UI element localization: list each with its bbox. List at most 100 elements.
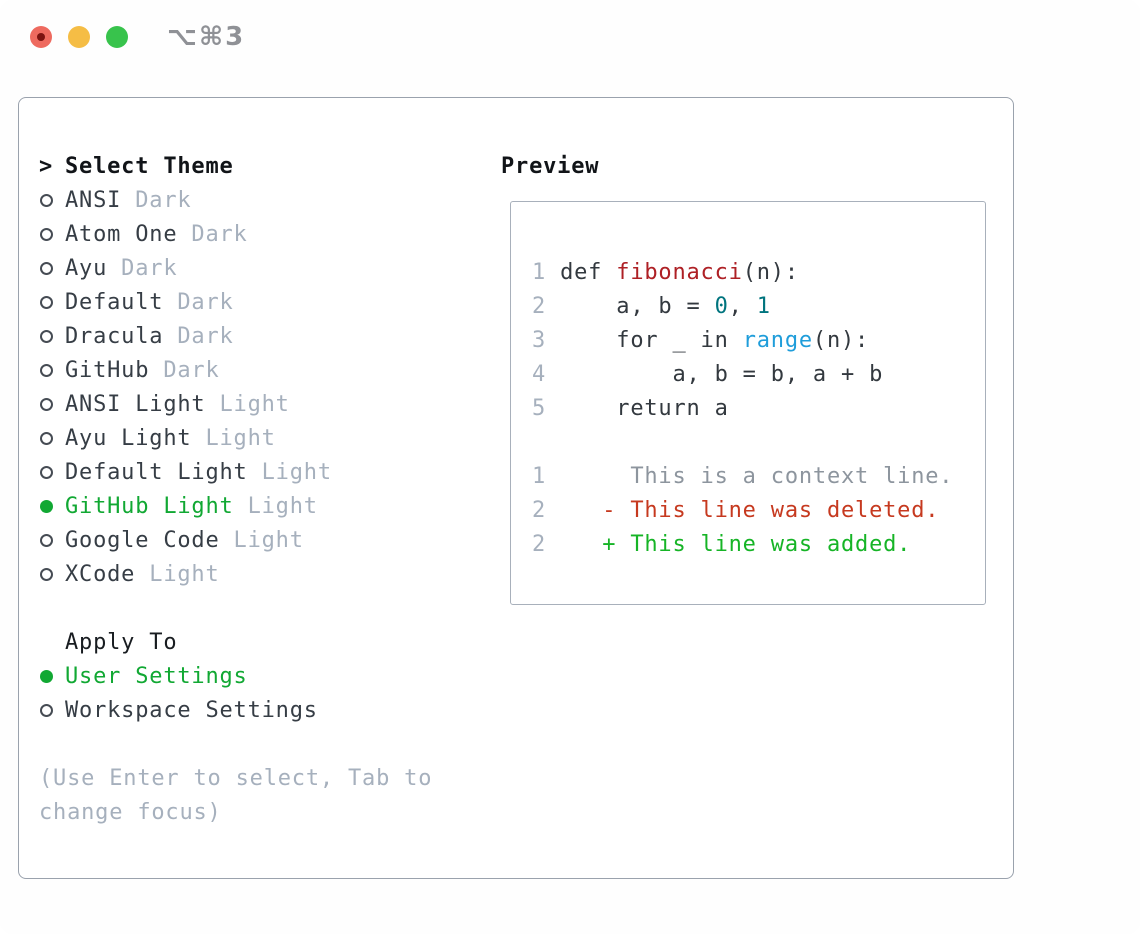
theme-option[interactable]: Atom One Dark <box>39 217 432 251</box>
code-line: 2 - This line was deleted. <box>532 494 985 528</box>
option-label: GitHub Light <box>65 493 234 519</box>
minimize-button[interactable] <box>68 26 90 48</box>
code-line: 4 a, b = b, a + b <box>532 358 985 392</box>
maximize-button[interactable] <box>106 26 128 48</box>
hint-text: (Use Enter to select, Tab to <box>39 765 433 791</box>
option-label: Ayu <box>65 255 108 281</box>
option-label: Atom One <box>65 221 178 247</box>
code-segment: (n): <box>742 260 799 285</box>
radio-icon[interactable] <box>39 261 65 275</box>
theme-option[interactable]: Ayu Light Light <box>39 421 432 455</box>
option-text: Ayu Dark <box>65 256 177 281</box>
option-variant-label: Light <box>205 391 290 417</box>
radio-unselected-icon <box>40 295 53 309</box>
option-label: XCode <box>65 561 136 587</box>
theme-list-title: Select Theme <box>65 153 234 179</box>
theme-option[interactable]: GitHub Light Light <box>39 489 432 523</box>
option-variant-label: Dark <box>163 323 234 349</box>
code-segment: a, b = b, a + b <box>546 362 884 387</box>
theme-option[interactable]: GitHub Dark <box>39 353 432 387</box>
option-variant-label: Light <box>219 527 304 553</box>
code-line: 3 for _ in range(n): <box>532 324 985 358</box>
radio-icon[interactable] <box>39 193 65 207</box>
option-variant-label: Dark <box>177 221 248 247</box>
option-label: Google Code <box>65 527 220 553</box>
radio-icon[interactable] <box>39 397 65 411</box>
radio-unselected-icon <box>40 703 53 717</box>
option-text: ANSI Dark <box>65 188 191 213</box>
code-line: 1 def fibonacci(n): <box>532 256 985 290</box>
radio-icon[interactable] <box>39 295 65 309</box>
option-text: Default Dark <box>65 290 234 315</box>
theme-option[interactable]: Google Code Light <box>39 523 432 557</box>
option-variant-label: Dark <box>121 187 192 213</box>
option-text: Workspace Settings <box>65 698 318 723</box>
option-text: GitHub Dark <box>65 358 220 383</box>
line-number: 1 <box>532 464 547 489</box>
radio-unselected-icon <box>40 363 53 377</box>
code-segment: This is a context line. <box>546 464 954 489</box>
option-variant-label: Light <box>135 561 220 587</box>
radio-icon[interactable] <box>39 227 65 241</box>
line-number: 2 <box>532 294 547 319</box>
apply-option[interactable]: User Settings <box>39 659 432 693</box>
code-segment: def <box>546 260 617 285</box>
radio-icon[interactable] <box>39 329 65 343</box>
code-segment: range <box>742 328 813 353</box>
theme-option[interactable]: Dracula Dark <box>39 319 432 353</box>
line-number: 2 <box>532 498 547 523</box>
radio-unselected-icon <box>40 193 53 207</box>
line-number: 4 <box>532 362 547 387</box>
option-variant-label: Dark <box>107 255 178 281</box>
theme-option[interactable]: Ayu Dark <box>39 251 432 285</box>
radio-icon[interactable] <box>39 499 65 513</box>
option-variant-label: Light <box>233 493 318 519</box>
radio-icon[interactable] <box>39 363 65 377</box>
code-segment: (n): <box>812 328 870 353</box>
apply-to-label: Apply To <box>65 629 178 655</box>
line-number: 3 <box>532 328 547 353</box>
option-label: Workspace Settings <box>65 697 318 723</box>
option-label: Default Light <box>65 459 248 485</box>
apply-option[interactable]: Workspace Settings <box>39 693 432 727</box>
prompt-character: > <box>39 153 54 179</box>
option-text: Google Code Light <box>65 528 304 553</box>
code-line <box>532 426 985 460</box>
radio-icon[interactable] <box>39 533 65 547</box>
code-segment: for _ in <box>546 328 743 353</box>
theme-option[interactable]: ANSI Light Light <box>39 387 432 421</box>
theme-option[interactable]: ANSI Dark <box>39 183 432 217</box>
option-variant-label: Light <box>247 459 332 485</box>
close-dot-icon <box>37 33 45 41</box>
code-line: 5 return a <box>532 392 985 426</box>
theme-option[interactable]: XCode Light <box>39 557 432 591</box>
radio-icon[interactable] <box>39 431 65 445</box>
option-label: User Settings <box>65 663 248 689</box>
code-segment: - This line was deleted. <box>546 498 940 523</box>
window-title: ⌥⌘3 <box>167 22 246 52</box>
option-text: GitHub Light Light <box>65 494 318 519</box>
radio-icon[interactable] <box>39 567 65 581</box>
close-button[interactable] <box>30 26 52 48</box>
apply-to-header: Apply To <box>39 625 432 659</box>
radio-unselected-icon <box>40 227 53 241</box>
option-text: Dracula Dark <box>65 324 234 349</box>
option-variant-label: Light <box>191 425 276 451</box>
radio-unselected-icon <box>40 329 53 343</box>
code-segment: 0 <box>714 294 729 319</box>
radio-unselected-icon <box>40 431 53 445</box>
code-segment: , <box>728 294 757 319</box>
theme-option[interactable]: Default Dark <box>39 285 432 319</box>
code-segment: 1 <box>756 294 771 319</box>
radio-icon[interactable] <box>39 669 65 683</box>
radio-unselected-icon <box>40 533 53 547</box>
radio-icon[interactable] <box>39 703 65 717</box>
code-segment: return a <box>546 396 729 421</box>
option-text: Ayu Light Light <box>65 426 276 451</box>
radio-icon[interactable] <box>39 465 65 479</box>
option-text: User Settings <box>65 664 248 689</box>
option-label: Dracula <box>65 323 164 349</box>
theme-option[interactable]: Default Light Light <box>39 455 432 489</box>
